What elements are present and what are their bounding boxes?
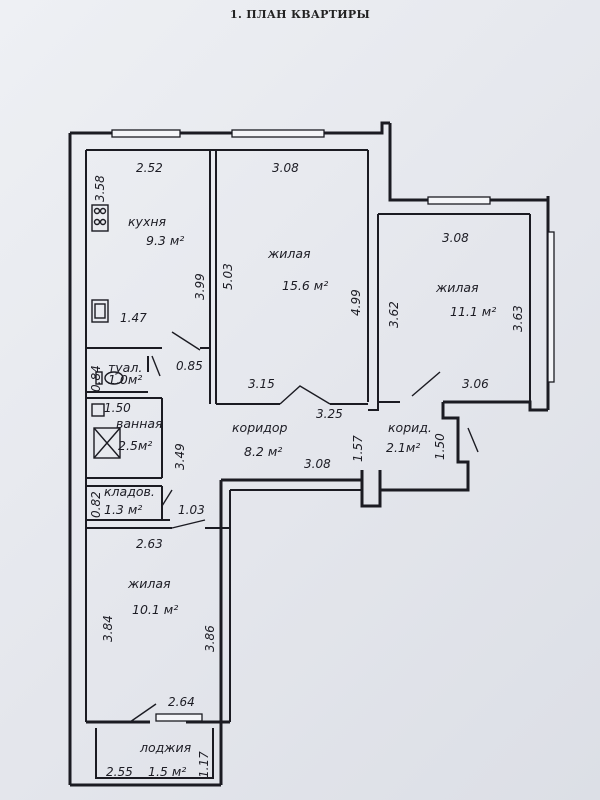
corridor2-name: корид. bbox=[388, 420, 432, 435]
loggia-area: 1.5 м² bbox=[148, 764, 186, 779]
outer-walls bbox=[68, 121, 550, 787]
dim-wc-height: 0.84 bbox=[89, 365, 103, 392]
doors bbox=[129, 331, 479, 723]
dim-living1-right: 4.99 bbox=[349, 289, 363, 316]
wc-name: туал. bbox=[108, 360, 142, 375]
dim-living3-width: 2.63 bbox=[136, 537, 163, 551]
bath-name: ванная bbox=[116, 416, 163, 431]
corridor2-area: 2.1м² bbox=[386, 440, 420, 455]
dim-storage-width: 1.03 bbox=[178, 503, 205, 517]
storage-name: кладов. bbox=[104, 484, 155, 499]
living1-name: жилая bbox=[267, 246, 311, 261]
fixtures bbox=[91, 204, 124, 459]
dim-kitchen-width: 2.52 bbox=[136, 161, 163, 175]
dim-corridor-height: 1.57 bbox=[351, 435, 365, 462]
windows bbox=[111, 129, 555, 722]
partitions bbox=[86, 150, 368, 529]
bath-area: 2.5м² bbox=[118, 438, 152, 453]
corridor-area: 8.2 м² bbox=[244, 444, 282, 459]
dim-living1-door: 3.25 bbox=[316, 407, 343, 421]
dim-living2-bottom: 3.06 bbox=[462, 377, 489, 391]
dimension-labels: 2.52 3.58 1.47 3.99 0.85 3.08 5.03 4.99 … bbox=[89, 161, 525, 779]
dim-kitchen-side: 3.99 bbox=[193, 273, 207, 300]
dim-kitchen-wall: 1.47 bbox=[120, 311, 147, 325]
dim-living2-width: 3.08 bbox=[442, 231, 469, 245]
dim-corridor2-height: 1.50 bbox=[433, 433, 447, 460]
dim-living1-width: 3.08 bbox=[272, 161, 299, 175]
dim-storage-height: 0.82 bbox=[89, 491, 103, 518]
dim-kitchen-height: 3.58 bbox=[93, 175, 107, 202]
room-labels: кухня 9.3 м² жилая 15.6 м² жилая 11.1 м²… bbox=[104, 214, 496, 779]
dim-kitchen-door: 0.85 bbox=[176, 359, 203, 373]
dim-living2-right: 3.63 bbox=[511, 305, 525, 332]
dim-living3-side: 3.86 bbox=[203, 625, 217, 652]
living1-area: 15.6 м² bbox=[282, 278, 328, 293]
dim-loggia-width: 2.55 bbox=[106, 765, 133, 779]
kitchen-area: 9.3 м² bbox=[146, 233, 184, 248]
corridor-name: коридор bbox=[232, 420, 288, 435]
dim-bath-height: 3.49 bbox=[173, 443, 187, 470]
living3-area: 10.1 м² bbox=[132, 602, 178, 617]
kitchen-name: кухня bbox=[128, 214, 167, 229]
dim-corridor-width: 3.08 bbox=[304, 457, 331, 471]
living2-name: жилая bbox=[435, 280, 479, 295]
dim-living2-left: 3.62 bbox=[387, 301, 401, 328]
loggia-name: лоджия bbox=[139, 740, 192, 755]
living2-area: 11.1 м² bbox=[450, 304, 496, 319]
living3-name: жилая bbox=[127, 576, 171, 591]
dim-living3-height: 3.84 bbox=[101, 615, 115, 642]
dim-bath-width: 1.50 bbox=[104, 401, 131, 415]
dim-living1-left: 5.03 bbox=[221, 263, 235, 290]
dim-living3-bottom: 2.64 bbox=[168, 695, 195, 709]
page-title: 1. ПЛАН КВАРТИРЫ bbox=[229, 8, 370, 21]
storage-area: 1.3 м² bbox=[104, 502, 142, 517]
wc-area: 1.0м² bbox=[108, 372, 142, 387]
dim-loggia-height: 1.17 bbox=[197, 751, 211, 778]
dim-living1-bottom: 3.15 bbox=[248, 377, 275, 391]
